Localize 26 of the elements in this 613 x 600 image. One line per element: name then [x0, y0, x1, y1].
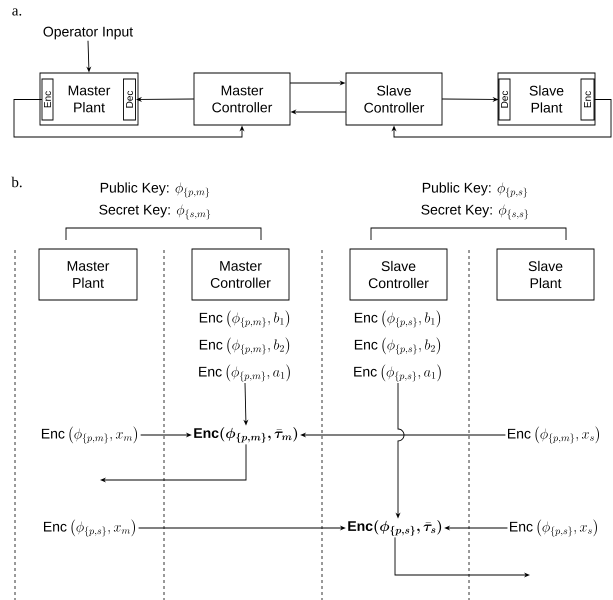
key-label: $\text{Secret Key: }\phi_{\{s,m\}}$ [99, 204, 210, 220]
formula-stack: $\text{Enc}\left(\phi_{\{p,s\}}, b_1\right)$ $\text{Enc}\left(\phi_{\{p,s\}}, b_2\right)$ $\text{Enc}\left(\phi_{\{p,s\}}, a_1\right)$ [354, 310, 441, 382]
codec-box: Dec [498, 78, 510, 120]
codec-box: Enc [580, 78, 594, 120]
formula-label: $\text{Enc}\left(\phi_{\{p,s\}}, x_s\right)$ [510, 519, 597, 537]
codec-box: Dec [123, 78, 136, 120]
codec-box: Enc [42, 78, 54, 120]
panel-label: b. [11, 176, 22, 188]
arrow [391, 99, 612, 138]
input-label: Operator Input [44, 26, 134, 40]
controller-box: Slave Controller [346, 72, 442, 126]
controller-box: Slave Controller [350, 248, 448, 300]
controller-box: Master Controller [192, 248, 290, 300]
formula-label: $\textbf{Enc}\boldsymbol{(\phi_{\{p,m\}}, \bar{\tau}_m)}$ [194, 427, 298, 443]
formula-label: $\text{Enc}\left(\phi_{\{p,m\}}, x_m\right)$ [42, 426, 138, 444]
controller-box: Master Controller [194, 72, 290, 126]
formula-stack: $\text{Enc}\left(\phi_{\{p,m\}}, b_1\right)$ $\text{Enc}\left(\phi_{\{p,m\}}, b_2\right)$ $\text{Enc}\left(\phi_{\{p,m\}}, a_1\right)$ [199, 310, 290, 382]
formula-label: $\text{Enc}\left(\phi_{\{p,s\}}, x_m\right)$ [44, 519, 135, 537]
panel-label: a. [12, 8, 22, 16]
formula-label: $\textbf{Enc}\boldsymbol{(\phi_{\{p,s\}}, \bar{\tau}_s)}$ [348, 520, 442, 536]
plant-box: Slave Plant [496, 248, 594, 300]
key-label: $\text{Public Key: }\phi_{\{p,m\}}$ [100, 182, 210, 198]
key-label: $\text{Secret Key: }\phi_{\{s,s\}}$ [421, 204, 528, 220]
key-label: $\text{Public Key: }\phi_{\{p,s\}}$ [422, 182, 528, 198]
formula-label: $\text{Enc}\left(\phi_{\{p,m\}}, x_s\right)$ [508, 426, 599, 444]
plant-box: Master Plant [38, 248, 138, 300]
